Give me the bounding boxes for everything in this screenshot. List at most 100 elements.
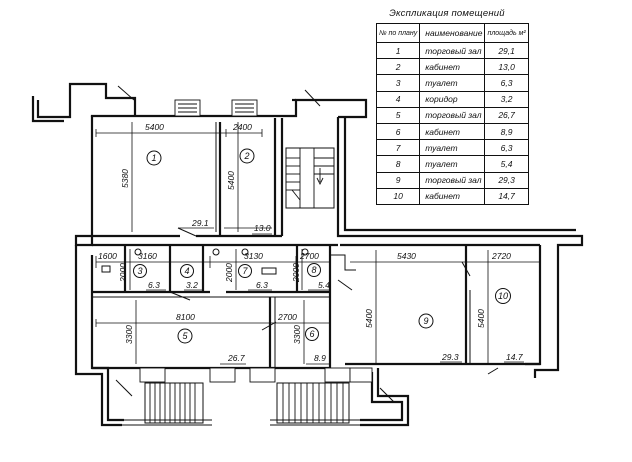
dim-label: 3300	[124, 325, 134, 344]
area-label-2: 13.0	[254, 223, 271, 233]
legend-cell-area: 14,7	[484, 187, 529, 205]
legend-cell-area: 8,9	[484, 122, 529, 141]
legend-cell-area: 29,3	[484, 171, 529, 189]
fixtures	[101, 248, 309, 275]
dim-label: 3160	[138, 251, 157, 261]
area-labels: 29.1 13.0 6.3 3.2 6.3 5.4 26.7 8.9 29.3 …	[148, 218, 523, 363]
staircase-upper	[285, 147, 335, 209]
legend-header-area: площадь м²	[484, 23, 529, 43]
area-label-9: 29.3	[441, 352, 459, 362]
staircase-lower-left	[144, 382, 204, 424]
room-number-1: 1	[146, 150, 162, 166]
dim-label: 3130	[244, 251, 263, 261]
table-row: 4 коридор 3,2	[375, 90, 529, 108]
dim-label: 2720	[491, 251, 511, 261]
svg-text:1: 1	[151, 153, 156, 163]
table-row: 9 торговый зал 29,3	[375, 171, 529, 189]
dim-label: 2400	[232, 122, 252, 132]
legend-header-name: наименование	[419, 23, 486, 43]
area-label-10: 14.7	[506, 352, 523, 362]
area-label-8: 5.4	[318, 280, 330, 290]
legend-cell-num: 6	[375, 122, 421, 141]
svg-text:2: 2	[243, 151, 249, 161]
room-number-6: 6	[305, 327, 319, 341]
legend-cell-area: 6,3	[484, 139, 529, 157]
dim-label: 2000	[291, 263, 301, 283]
room-explication-legend: Экспликация помещений № по плану наимено…	[372, 8, 529, 205]
legend-header-num: № по плану	[375, 23, 421, 43]
dim-label: 5380	[120, 169, 130, 188]
area-label-7: 6.3	[256, 280, 268, 290]
legend-cell-name: кабинет	[419, 122, 486, 141]
area-label-3: 6.3	[148, 280, 160, 290]
room-number-3: 3	[133, 264, 147, 278]
legend-cell-num: 7	[375, 139, 421, 157]
windows	[139, 99, 373, 383]
room-number-9: 9	[418, 313, 434, 329]
table-row: 1 торговый зал 29,1	[375, 41, 529, 60]
legend-cell-area: 26,7	[484, 106, 529, 124]
legend-cell-area: 5,4	[484, 155, 529, 173]
legend-cell-name: торговый зал	[419, 106, 486, 124]
legend-cell-num: 8	[375, 155, 421, 173]
legend-cell-num: 10	[375, 187, 421, 205]
legend-cell-name: туалет	[419, 74, 486, 92]
room-numbers: 1 2 3 4 5 6 7 8	[133, 148, 511, 344]
room-number-4: 4	[180, 264, 194, 278]
dim-label: 2700	[277, 312, 297, 322]
legend-table: № по плану наименование площадь м² 1 тор…	[375, 23, 529, 205]
legend-cell-name: коридор	[419, 90, 486, 108]
table-row: 8 туалет 5,4	[375, 155, 529, 173]
area-label-4: 3.2	[186, 280, 198, 290]
table-row: 6 кабинет 8,9	[375, 122, 529, 141]
legend-cell-area: 6,3	[484, 74, 529, 92]
legend-cell-name: туалет	[419, 139, 486, 157]
room-number-7: 7	[238, 264, 252, 278]
dim-label: 2700	[299, 251, 319, 261]
legend-cell-area: 29,1	[484, 41, 529, 60]
staircase-lower-right	[122, 382, 360, 426]
svg-text:5: 5	[182, 331, 188, 341]
svg-text:7: 7	[242, 266, 248, 276]
legend-cell-num: 3	[375, 74, 421, 92]
table-row: 7 туалет 6,3	[375, 139, 529, 157]
outer-walls	[31, 82, 584, 427]
dim-label: 8100	[176, 312, 195, 322]
dim-label: 5430	[397, 251, 416, 261]
svg-text:6: 6	[309, 329, 314, 339]
svg-text:4: 4	[184, 266, 189, 276]
area-label-1: 29.1	[191, 218, 209, 228]
svg-text:10: 10	[498, 291, 508, 301]
dim-label: 5400	[364, 309, 374, 328]
svg-text:9: 9	[423, 316, 428, 326]
table-row: 2 кабинет 13,0	[375, 58, 529, 76]
dim-label: 2000	[118, 263, 128, 283]
legend-cell-name: кабинет	[419, 187, 486, 205]
legend-cell-area: 3,2	[484, 90, 529, 108]
legend-title: Экспликация помещений	[389, 8, 505, 19]
interior-walls	[92, 122, 540, 374]
svg-text:3: 3	[137, 266, 142, 276]
legend-cell-name: торговый зал	[419, 171, 486, 189]
legend-cell-num: 2	[375, 58, 421, 76]
table-row: 10 кабинет 14,7	[375, 187, 529, 205]
legend-cell-name: туалет	[419, 155, 486, 173]
area-label-5: 26.7	[227, 353, 245, 363]
dim-label: 2000	[224, 263, 234, 283]
dim-label: 5400	[476, 309, 486, 328]
room-number-8: 8	[307, 263, 321, 277]
dim-label: 5400	[226, 171, 236, 190]
dimension-lines	[95, 122, 540, 365]
table-row: 3 туалет 6,3	[375, 74, 529, 92]
legend-cell-name: торговый зал	[419, 41, 486, 60]
legend-header-row: № по плану наименование площадь м²	[375, 23, 529, 43]
legend-cell-num: 4	[375, 90, 421, 108]
room-number-2: 2	[239, 148, 255, 164]
room-number-10: 10	[495, 288, 511, 304]
legend-cell-num: 1	[375, 41, 421, 60]
area-label-6: 8.9	[314, 353, 326, 363]
dimension-labels: 5400 2400 5380 5400 1600 3160 3130 2700 …	[98, 122, 511, 344]
legend-cell-area: 13,0	[484, 58, 529, 76]
legend-cell-name: кабинет	[419, 58, 486, 76]
